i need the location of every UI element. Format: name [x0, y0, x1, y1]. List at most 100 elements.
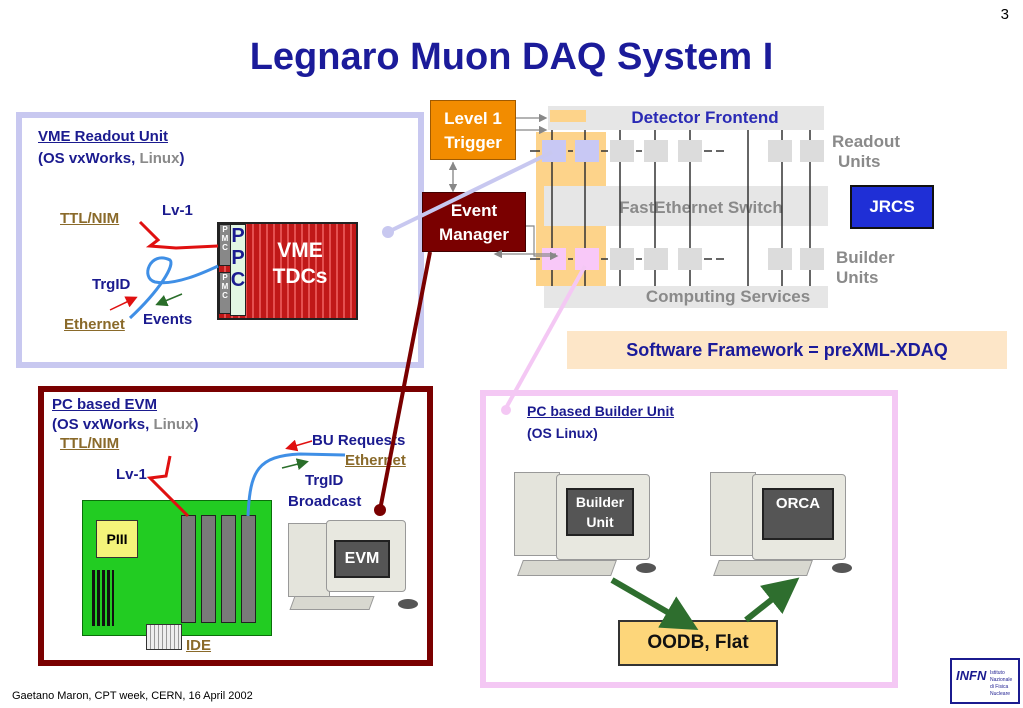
vme-heading: VME Readout Unit	[38, 128, 168, 145]
jrcs-label: JRCS	[869, 197, 915, 216]
oodb-label: OODB, Flat	[647, 632, 749, 653]
infn-logo: INFN Istituto Nazionale di Fisica Nuclea…	[950, 658, 1020, 704]
trigger-line1: Level 1	[444, 109, 502, 128]
bu-screen: Builder Unit	[566, 488, 634, 536]
ppc-board	[230, 224, 246, 316]
infn-logo-text: INFN	[956, 668, 987, 683]
evm-broadcast: Broadcast	[288, 493, 362, 510]
vme-trgid: TrgID	[92, 276, 131, 293]
evm-panel	[38, 386, 433, 666]
bu-mouse	[636, 563, 656, 573]
orca-tower	[710, 472, 756, 556]
orca-screen: ORCA	[762, 488, 834, 540]
event-manager-line1: Event	[450, 201, 498, 220]
evm-bu-requests: BU Requests	[312, 432, 406, 449]
level1-trigger-box: Level 1 Trigger	[430, 100, 516, 160]
vme-os-linux: Linux	[139, 150, 180, 167]
vme-os: (OS vxWorks, Linux)	[38, 150, 184, 167]
event-manager-line2: Manager	[439, 225, 509, 244]
software-framework-box: Software Framework = preXML-XDAQ	[567, 331, 1007, 369]
pci-slot-2	[201, 515, 216, 623]
evm-ttl-nim: TTL/NIM	[60, 435, 120, 452]
builder-line2: Units	[836, 268, 879, 287]
evm-screen: EVM	[334, 540, 390, 578]
evm-trgid-arrow	[281, 458, 309, 471]
builder-line1: Builder	[836, 248, 895, 267]
evm-os-suffix: )	[193, 416, 199, 433]
event-manager-box: Event Manager	[422, 192, 526, 252]
computing-services-bar	[544, 286, 828, 308]
slide-title: Legnaro Muon DAQ System I	[249, 36, 774, 78]
fastethernet-switch-bar	[544, 186, 828, 226]
vme-lv1: Lv-1	[162, 202, 193, 219]
footer: Gaetano Maron, CPT week, CERN, 16 April …	[12, 690, 253, 702]
evm-connector	[374, 251, 432, 516]
readout-line2: Units	[838, 152, 881, 171]
pmc-top: PMC	[219, 224, 231, 266]
detector-frontend-label: Detector Frontend	[631, 108, 779, 127]
evm-ethernet-cable	[246, 452, 346, 517]
orca-screen-label: ORCA	[775, 495, 821, 512]
vme-os-prefix: (OS vxWorks,	[38, 150, 140, 167]
vme-ethernet-cable	[128, 256, 219, 320]
detector-frontend-bar	[548, 106, 824, 130]
bu-to-oodb-arrow	[610, 577, 699, 631]
pci-slot-1	[181, 515, 196, 623]
framework-label: Software Framework = preXML-XDAQ	[626, 340, 948, 360]
infn-logo-sub: Istituto Nazionale di Fisica Nucleare	[990, 670, 1018, 698]
memory-slots	[92, 570, 114, 626]
bu-screen-line2: Unit	[586, 514, 614, 530]
evm-os: (OS vxWorks, Linux)	[52, 416, 198, 433]
ide-connector	[146, 624, 182, 650]
piii-label: PIII	[106, 531, 128, 547]
ppc-p1: P	[231, 225, 245, 247]
evm-trgid: TrgID	[305, 472, 344, 489]
evm-bu-request-arrow	[285, 439, 313, 452]
vme-ttl-nim: TTL/NIM	[60, 210, 120, 227]
oodb-to-orca-arrow	[744, 577, 800, 623]
evm-heading: PC based EVM	[52, 396, 158, 413]
orca-mouse	[832, 563, 852, 573]
readout-line1: Readout	[832, 132, 900, 151]
infn-logo-sub1: Istituto Nazionale	[990, 670, 1013, 683]
vme-trgid-arrow	[109, 296, 138, 311]
ide-label: IDE	[186, 637, 212, 654]
ppc-p2: P	[231, 247, 245, 269]
piii-chip: PIII	[96, 520, 138, 558]
pmc-bottom: PMC	[219, 272, 231, 314]
evm-lv1-cable	[146, 455, 190, 518]
builder-units-label: Builder Units	[836, 248, 895, 288]
readout-unit-cells	[542, 140, 824, 162]
evm-screen-label: EVM	[344, 550, 380, 567]
vme-readout-panel	[16, 112, 424, 368]
evm-lv1: Lv-1	[116, 466, 147, 483]
bu-os: (OS Linux)	[527, 425, 598, 441]
vme-ethernet: Ethernet	[64, 316, 125, 333]
ppc-c: C	[230, 269, 246, 291]
pci-slot-3	[221, 515, 236, 623]
vme-tdcs-label: VME TDCs	[248, 238, 352, 290]
vme-connector	[382, 150, 553, 238]
bu-connector	[501, 265, 587, 415]
evm-mouse	[398, 599, 418, 609]
cell-dashes	[530, 150, 724, 260]
page-number: 3	[1000, 6, 1009, 23]
evm-os-prefix: (OS vxWorks,	[52, 416, 154, 433]
trigger-arrows	[448, 113, 559, 261]
vme-os-suffix: )	[179, 150, 185, 167]
evm-os-linux: Linux	[153, 416, 194, 433]
computing-label: Computing Services	[645, 287, 811, 306]
jrcs-box: JRCS	[850, 185, 934, 229]
pmc-top-label: PMC	[221, 225, 229, 252]
vme-lv1-cable	[138, 220, 219, 250]
infn-logo-sub2: di Fisica Nucleare	[990, 684, 1011, 697]
vme-events-arrow	[155, 293, 183, 307]
vme-tdcs-line2: TDCs	[272, 265, 328, 288]
pmc-bottom-label: PMC	[221, 273, 229, 300]
switch-label: FastEthernet Switch	[619, 198, 783, 217]
vme-tdcs-line1: VME	[277, 239, 323, 262]
builder-unit-panel	[480, 390, 898, 688]
trigger-line2: Trigger	[444, 133, 502, 152]
vme-events: Events	[143, 311, 193, 328]
